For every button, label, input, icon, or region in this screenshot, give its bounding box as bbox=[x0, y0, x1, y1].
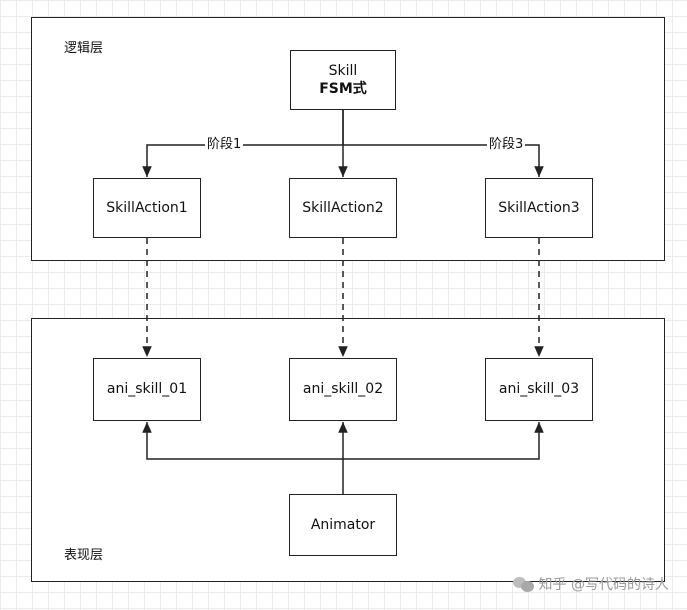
edge-skill-action1 bbox=[142, 110, 344, 177]
node-skill[interactable]: Skill FSM式 bbox=[290, 50, 396, 110]
node-skill-action3-label: SkillAction3 bbox=[498, 199, 580, 216]
node-skill-type: FSM式 bbox=[319, 81, 367, 97]
node-ani-skill-01[interactable]: ani_skill_01 bbox=[93, 358, 201, 421]
wechat-icon bbox=[512, 576, 535, 592]
edge-label-stage3: 阶段3 bbox=[487, 137, 526, 153]
edge-animator-ani3 bbox=[343, 422, 544, 460]
node-ani-skill-02-label: ani_skill_02 bbox=[302, 381, 384, 398]
edge-skill-action3 bbox=[343, 144, 544, 177]
node-ani-skill-03-label: ani_skill_03 bbox=[498, 381, 580, 398]
logic-layer-label: 逻辑层 bbox=[64, 41, 104, 56]
node-animator[interactable]: Animator bbox=[289, 494, 397, 556]
watermark-text: 知乎 @写代码的诗人 bbox=[538, 577, 669, 593]
edge-label-stage1: 阶段1 bbox=[205, 137, 244, 153]
node-skill-name: Skill bbox=[328, 62, 358, 79]
node-ani-skill-03[interactable]: ani_skill_03 bbox=[485, 358, 593, 421]
presentation-layer-label: 表现层 bbox=[64, 548, 104, 563]
node-animator-label: Animator bbox=[310, 516, 376, 533]
node-ani-skill-02[interactable]: ani_skill_02 bbox=[289, 358, 397, 421]
node-skill-action2[interactable]: SkillAction2 bbox=[289, 178, 397, 238]
watermark: 知乎 @写代码的诗人 bbox=[512, 574, 669, 594]
node-skill-action1[interactable]: SkillAction1 bbox=[93, 178, 201, 238]
edge-animator-ani1 bbox=[142, 422, 343, 460]
node-ani-skill-01-label: ani_skill_01 bbox=[106, 381, 188, 398]
node-skill-action2-label: SkillAction2 bbox=[302, 199, 384, 216]
node-skill-action1-label: SkillAction1 bbox=[106, 199, 188, 216]
node-skill-action3[interactable]: SkillAction3 bbox=[485, 178, 593, 238]
